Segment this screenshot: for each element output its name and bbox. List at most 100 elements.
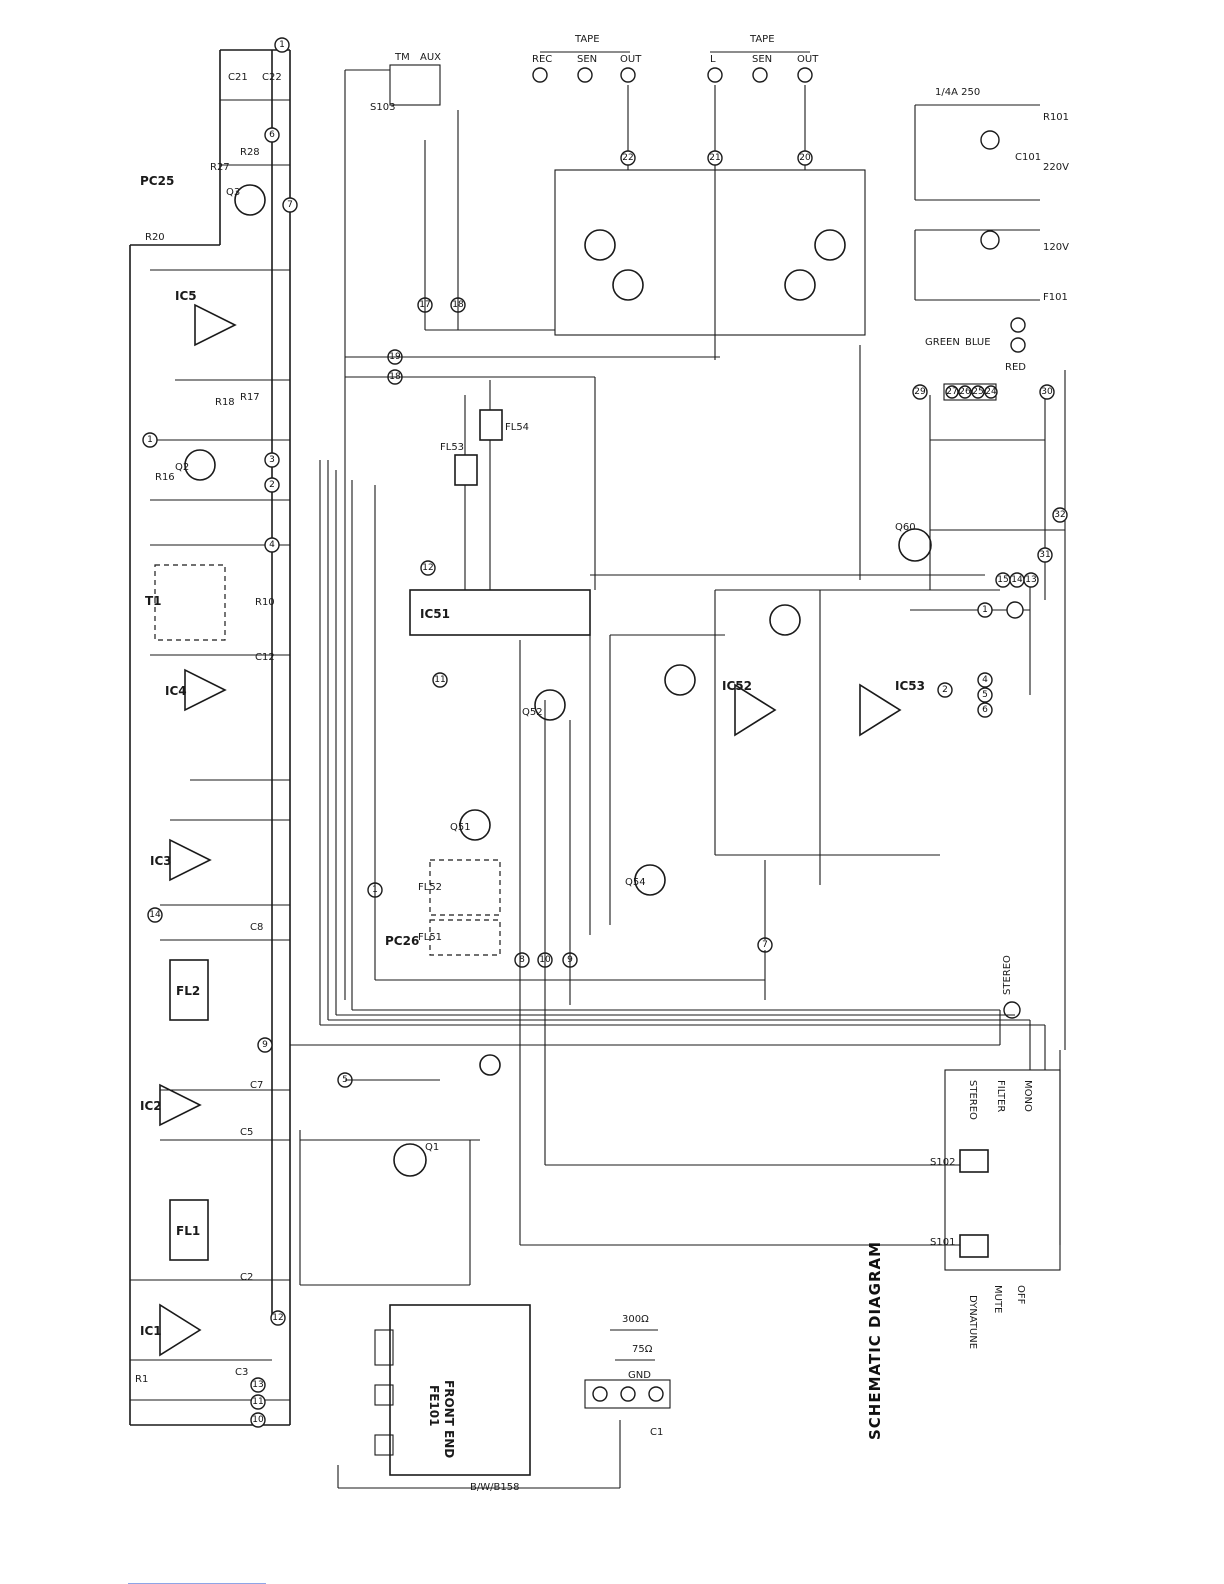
q53-transistor	[612, 269, 644, 301]
s101-dynatune: DYNATUNE	[967, 1295, 978, 1349]
r1-label: R1	[135, 1374, 148, 1385]
ic53-opamp: IC53	[859, 679, 925, 737]
c22-label: C22	[262, 72, 282, 83]
r101-label: R101	[1043, 112, 1069, 123]
node-marker	[274, 37, 290, 53]
r18-label: R18	[215, 397, 235, 408]
stereo-lamp	[1003, 1001, 1021, 1019]
ic3-opamp: IC3	[150, 838, 212, 882]
ic4-opamp: IC4	[165, 668, 227, 712]
node-label: 15	[997, 575, 1008, 585]
node-label: 5	[982, 690, 988, 700]
pc25-label: PC25	[140, 174, 174, 188]
fe-connector-2	[374, 1384, 394, 1406]
q60-transistor	[898, 528, 932, 562]
ic53-label: IC53	[895, 679, 925, 693]
node-label: 25	[972, 387, 983, 397]
terminal-strip: 29 27 26 25 24 30 32 31 15 14 13 1 2 4 5…	[912, 383, 1068, 718]
tuning-lamp	[1006, 601, 1024, 619]
v220-label: 220V	[1043, 162, 1069, 173]
q52-transistor	[534, 689, 566, 721]
cable-label: B/W/B158	[470, 1482, 519, 1493]
stereo-lamp-label: STEREO	[1002, 955, 1013, 995]
node-label: 24	[985, 387, 997, 397]
wire-blue-label: BLUE	[965, 337, 991, 348]
fl53-label: FL53	[440, 442, 464, 453]
c8-label: C8	[250, 922, 263, 933]
node-label: 20	[799, 153, 811, 163]
power-section: 1/4A 250 R101 220V 120V F101 C101 GREEN …	[914, 87, 1069, 373]
ic51-chip	[409, 589, 591, 636]
ic2-label: IC2	[140, 1099, 162, 1113]
front-end-module	[389, 1304, 531, 1476]
c21-label: C21	[228, 72, 248, 83]
node-label: 29	[914, 387, 926, 397]
q2-label: Q2	[175, 462, 189, 473]
node-marker	[264, 452, 280, 468]
c7-label: C7	[250, 1080, 263, 1091]
node-label: 11	[434, 675, 445, 685]
jack-rec: REC	[532, 54, 552, 65]
front-end-id: FE101	[427, 1385, 441, 1426]
fl54-box	[479, 409, 503, 441]
q60-label: Q60	[895, 522, 916, 533]
node-marker	[250, 1412, 266, 1428]
s101-off: OFF	[1015, 1285, 1026, 1305]
t1-block	[154, 564, 226, 641]
fl2-label: FL2	[176, 984, 200, 998]
schematic-title: SCHEMATIC DIAGRAM	[866, 1241, 884, 1440]
c2-label: C2	[240, 1272, 253, 1283]
node-label: 4	[982, 675, 988, 685]
fl1-label: FL1	[176, 1224, 200, 1238]
ant-gnd-label: GND	[628, 1370, 651, 1381]
node-label: 32	[1054, 510, 1065, 520]
q2-transistor	[184, 449, 216, 481]
node-label: 6	[269, 130, 275, 140]
ac-plug-2	[1010, 337, 1026, 353]
node-label: 22	[622, 153, 633, 163]
s102-mono: MONO	[1022, 1080, 1033, 1112]
s101-switch	[959, 1234, 989, 1258]
ic1-opamp: IC1	[140, 1303, 202, 1357]
node-label: 26	[959, 387, 971, 397]
left-node-markers: 1 6 7 1 3 2 4 14 9 12 13 11 10	[142, 37, 298, 1428]
ant-75-label: 75Ω	[632, 1344, 653, 1355]
ic52-label: IC52	[722, 679, 752, 693]
node-label: 12	[272, 1313, 283, 1323]
node-label: 6	[982, 705, 988, 715]
fl53-box	[454, 454, 478, 486]
q51-label: Q51	[450, 822, 471, 833]
c12-label: C12	[255, 652, 275, 663]
node-label: 1	[279, 40, 285, 50]
s102-stereo: STEREO	[967, 1080, 978, 1120]
jack-sen-r: SEN	[752, 54, 772, 65]
node-marker	[420, 560, 436, 576]
node-marker	[250, 1377, 266, 1393]
node-label: 13	[252, 1380, 263, 1390]
jack-group-left: TAPE	[574, 34, 600, 45]
q51-transistor	[459, 809, 491, 841]
s101-mute: MUTE	[992, 1285, 1003, 1313]
ic2-opamp: IC2	[140, 1083, 202, 1127]
ic5-opamp: IC5	[175, 289, 237, 347]
r27-label: R27	[210, 162, 230, 173]
q3-transistor	[234, 184, 266, 216]
node-label: 7	[287, 200, 293, 210]
node-label: 27	[946, 387, 957, 397]
cable-bus	[290, 460, 1061, 1246]
q1-label: Q1	[425, 1142, 439, 1153]
node-marker	[257, 1037, 273, 1053]
mode-switch-s103	[389, 64, 441, 106]
left-component-labels: R1 C3 C2 C5 C7 C8 C12 R10 R16 R17 R18 R2…	[135, 72, 282, 1385]
jack-sen: SEN	[577, 54, 597, 65]
node-marker	[270, 1310, 286, 1326]
node-marker	[264, 537, 280, 553]
node-marker	[620, 150, 636, 166]
ic5-label: IC5	[175, 289, 197, 303]
node-marker	[142, 432, 158, 448]
node-marker	[264, 477, 280, 493]
node-label: 11	[252, 1397, 263, 1407]
q57-transistor	[634, 864, 666, 896]
node-marker	[250, 1394, 266, 1410]
fl51-block	[429, 919, 501, 956]
